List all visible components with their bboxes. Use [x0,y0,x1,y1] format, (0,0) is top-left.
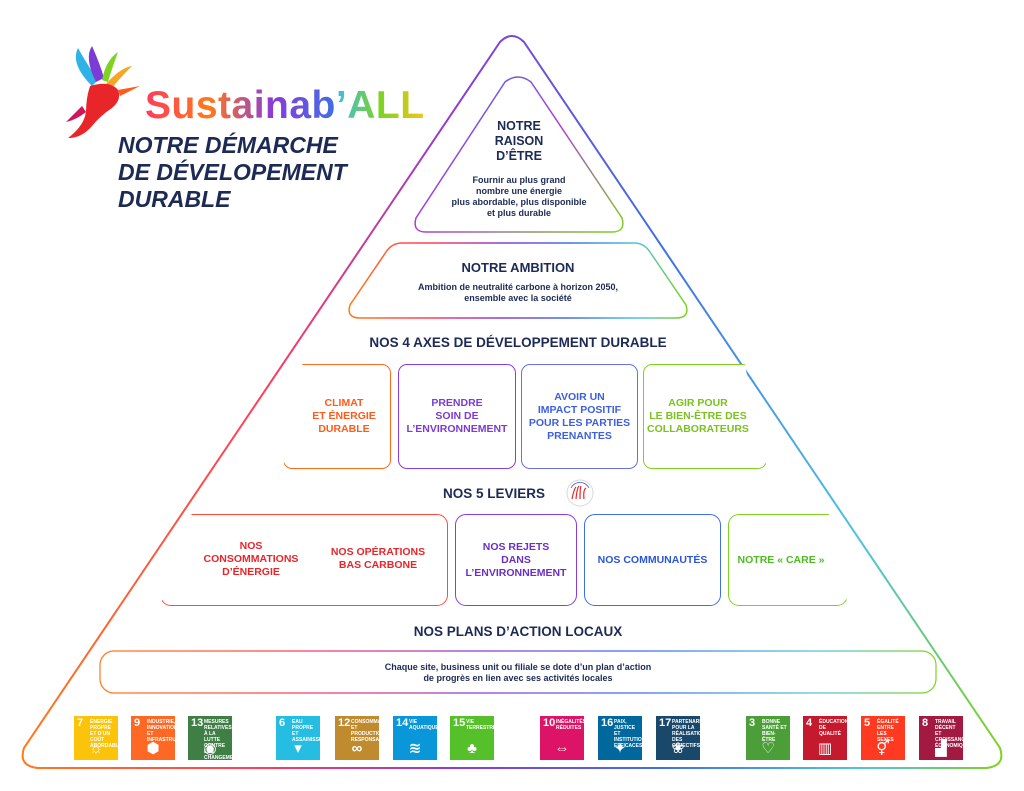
sdg-label: INÉGALITÉS RÉDUITES [556,719,584,731]
sdg-label: MESURES RELATIVES À LA LUTTE CONTRE LES … [204,719,232,760]
dove-icon: ✦ [613,740,627,757]
growth-chart-icon: ▟ [935,740,947,757]
tree-icon: ♣ [467,740,477,757]
levier-card-care: NOTRE « CARE » [728,514,848,606]
sdg-number: 13 [191,717,204,729]
fish-icon: ≋ [408,740,422,757]
brand-name: Sustainab’ALL [145,84,425,127]
sdg-tile-12: 12CONSOMMATION ET PRODUCTION RESPONSABLE… [335,716,379,760]
eye-globe-icon: ◉ [203,740,217,757]
ambition-text: Ambition de neutralité carbone à horizon… [417,282,619,303]
hummingbird-logo-icon [66,46,140,138]
sun-icon: ☼ [89,740,103,757]
sdg-number: 9 [134,717,141,729]
sdg-tile-7: 7 ÉNERGIE PROPRE ET D’UN COÛT ABORDABLE☼ [74,716,118,760]
sdg-label: EAU PROPRE ET ASSAINISSEMENT [292,719,320,743]
sdg-label: PAIX, JUSTICE ET INSTITUTIONS EFFICACES [614,719,642,749]
care-hand-icon [571,485,587,500]
sdg-number: 10 [543,717,556,729]
ambition-title: NOTRE AMBITION [461,260,575,275]
sdg-label: ÉDUCATION DE QUALITÉ [819,719,847,737]
sdg-label: CONSOMMATION ET PRODUCTION RESPONSABLES [351,719,379,743]
sdg-number: 5 [864,717,871,729]
sdg-tile-6: 6 EAU PROPRE ET ASSAINISSEMENT▾ [276,716,320,760]
raison-title: NOTRE RAISON D’ÊTRE [494,119,544,163]
levier-consommations: NOS CONSOMMATIONS D’ÉNERGIE [186,534,316,584]
heartbeat-icon: ♡ [761,740,775,757]
sdg-label: VIE AQUATIQUE [409,719,437,731]
ambition-trapezoid [348,242,688,319]
sdg-label: TRAVAIL DÉCENT ET CROISSANCE ÉCONOMIQUE [935,719,963,749]
cubes-icon: ⬢ [146,740,160,757]
page-subtitle: NOTRE DÉMARCHE DE DÉVELOPEMENT DURABLE [118,132,347,212]
sdg-number: 16 [601,717,614,729]
raison-triangle [414,76,624,233]
sdg-number: 15 [453,717,466,729]
sdg-number: 7 [77,717,84,729]
levier-card-rejets: NOS REJETS DANS L’ENVIRONNEMENT [455,514,577,606]
sdg-number: 17 [659,717,672,729]
plans-title: NOS PLANS D’ACTION LOCAUX [413,624,623,639]
sdg-label: INDUSTRIE, INNOVATION ET INFRASTRUCTURE [147,719,175,743]
outer-triangle [21,35,1003,769]
levier-card-communautes: NOS COMMUNAUTÉS [584,514,721,606]
sdg-number: 12 [338,717,351,729]
sdg-number: 8 [922,717,929,729]
sdg-number: 6 [279,717,286,729]
gender-icon: ⚥ [876,740,890,757]
raison-text: Fournir au plus grand nombre une énergie… [451,175,587,218]
equality-icon: ⇔ [554,740,570,757]
sdg-tile-17: 17PARTENARIATS POUR LA RÉALISATION DES O… [656,716,700,760]
infinity-icon: ∞ [351,740,363,757]
sdg-tile-5: 5 ÉGALITÉ ENTRE LES SEXES⚥ [861,716,905,760]
axe-card-environnement: PRENDRE SOIN DE L’ENVIRONNEMENT [398,364,516,469]
plans-bar [99,650,937,694]
axe-card-collaborateurs: AGIR POUR LE BIEN-ÊTRE DES COLLABORATEUR… [643,364,767,469]
sdg-label: BONNE SANTÉ ET BIEN-ÊTRE [762,719,787,743]
sdg-label: PARTENARIATS POUR LA RÉALISATION DES OBJ… [672,719,700,749]
sdg-label: ÉNERGIE PROPRE ET D’UN COÛT ABORDABLE [90,719,118,749]
sdg-label: VIE TERRESTRE [466,719,494,731]
water-glass-icon: ▾ [294,740,302,757]
book-icon: ▥ [817,740,833,757]
leviers-title: NOS 5 LEVIERS [443,486,546,501]
sdg-number: 4 [806,717,813,729]
axe-card-parties-prenantes: AVOIR UN IMPACT POSITIF POUR LES PARTIES… [521,364,638,469]
sdg-tile-3: 3 BONNE SANTÉ ET BIEN-ÊTRE♡ [746,716,790,760]
sdg-tile-8: 8 TRAVAIL DÉCENT ET CROISSANCE ÉCONOMIQUE… [919,716,963,760]
sdg-number: 3 [749,717,756,729]
plans-text: Chaque site, business unit ou filiale se… [384,662,652,683]
sdg-number: 14 [396,717,409,729]
sdg-label: ÉGALITÉ ENTRE LES SEXES [877,719,899,743]
sdg-tile-4: 4 ÉDUCATION DE QUALITÉ ▥ [803,716,847,760]
sdg-tile-9: 9 INDUSTRIE, INNOVATION ET INFRASTRUCTURE… [131,716,175,760]
levier-operations: NOS OPÉRATIONS BAS CARBONE [318,540,438,578]
axes-title: NOS 4 AXES DE DÉVELOPPEMENT DURABLE [369,335,667,350]
flower-icon: ❀ [671,740,685,757]
